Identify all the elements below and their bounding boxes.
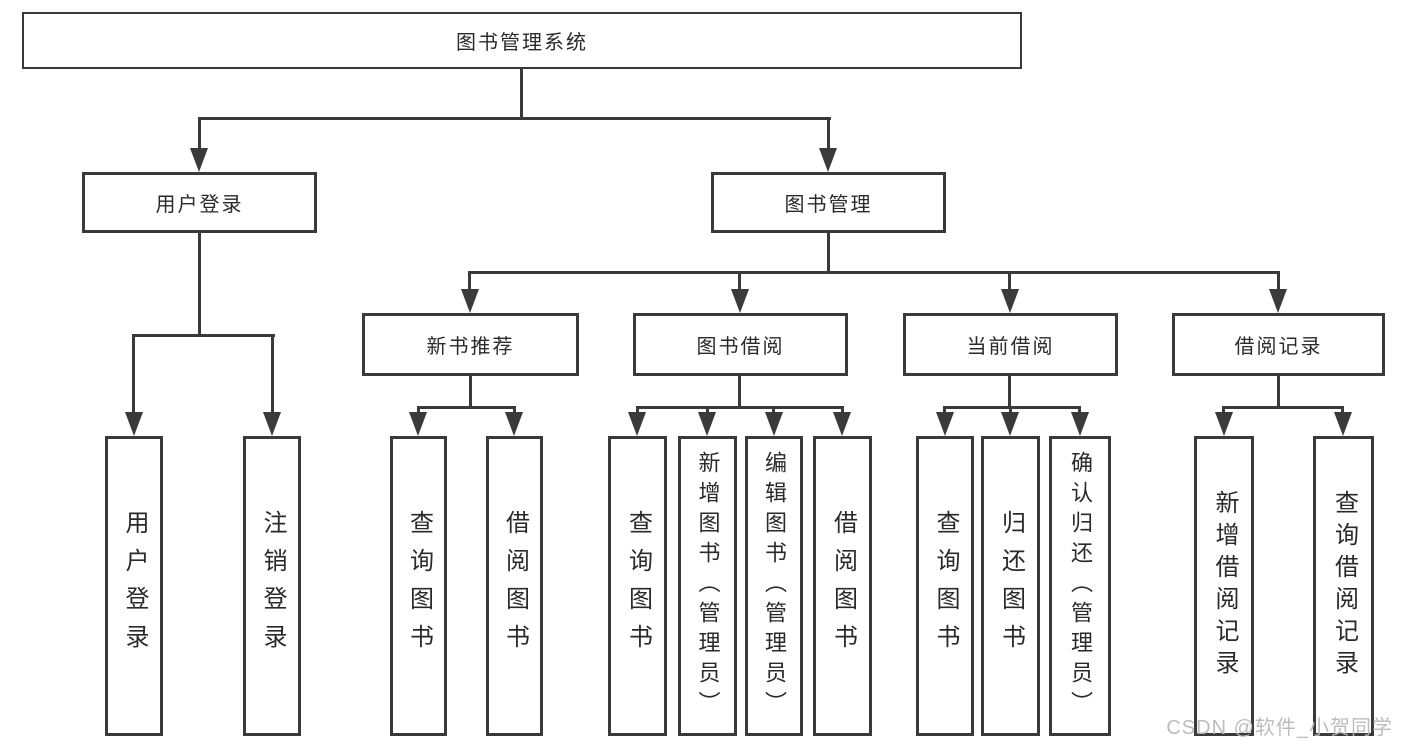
arrowhead-down-icon	[698, 412, 716, 436]
leaf-user-login: 用户登录	[105, 436, 163, 736]
connector-line	[1222, 406, 1344, 409]
arrowhead-down-icon	[731, 289, 749, 313]
arrowhead-down-icon	[936, 412, 954, 436]
connector-line	[827, 233, 830, 273]
arrowhead-down-icon	[461, 289, 479, 313]
leaf-add-book-admin: 新增图书（管理员）	[678, 436, 737, 736]
arrowhead-down-icon	[505, 412, 523, 436]
connector-line	[468, 271, 471, 291]
leaf-add-borrow-record: 新增借阅记录	[1194, 436, 1254, 736]
node-user-login: 用户登录	[82, 172, 317, 233]
arrowhead-down-icon	[765, 412, 783, 436]
leaf-query-books-recommend: 查询图书	[390, 436, 447, 736]
node-current-borrowing: 当前借阅	[903, 313, 1118, 376]
arrowhead-down-icon	[1215, 412, 1233, 436]
connector-line	[1341, 406, 1344, 416]
connector-line	[1008, 271, 1011, 291]
arrowhead-down-icon	[819, 148, 837, 172]
arrowhead-down-icon	[833, 412, 851, 436]
connector-line	[1078, 406, 1081, 416]
connector-line	[198, 117, 201, 150]
arrowhead-down-icon	[1269, 289, 1287, 313]
node-library-management-system: 图书管理系统	[22, 12, 1022, 69]
leaf-borrow-books-borrowing: 借阅图书	[813, 436, 872, 736]
arrowhead-down-icon	[125, 412, 143, 436]
connector-line	[738, 271, 741, 291]
connector-line	[636, 406, 844, 409]
node-borrowing-records: 借阅记录	[1172, 313, 1385, 376]
leaf-query-borrow-record: 查询借阅记录	[1313, 436, 1374, 736]
leaf-query-books-borrowing: 查询图书	[608, 436, 667, 736]
node-new-book-recommendation: 新书推荐	[362, 313, 579, 376]
leaf-confirm-return-admin: 确认归还（管理员）	[1049, 436, 1111, 736]
connector-line	[1222, 406, 1225, 416]
connector-line	[1008, 376, 1011, 408]
connector-line	[706, 406, 709, 416]
watermark-text: CSDN @软件_小贺同学	[1166, 717, 1393, 739]
leaf-query-books-current: 查询图书	[916, 436, 974, 736]
connector-line	[132, 334, 135, 414]
connector-line	[417, 406, 420, 416]
connector-line	[520, 68, 523, 119]
connector-line	[198, 117, 831, 120]
arrowhead-down-icon	[1001, 289, 1019, 313]
connector-line	[738, 376, 741, 408]
arrowhead-down-icon	[1071, 412, 1089, 436]
connector-line	[271, 334, 274, 414]
arrowhead-down-icon	[1001, 412, 1019, 436]
connector-line	[1277, 271, 1280, 291]
leaf-logout: 注销登录	[243, 436, 301, 736]
connector-line	[841, 406, 844, 416]
leaf-edit-book-admin: 编辑图书（管理员）	[745, 436, 803, 736]
node-book-borrowing: 图书借阅	[633, 313, 848, 376]
connector-line	[636, 406, 639, 416]
connector-line	[513, 406, 516, 416]
connector-line	[198, 233, 201, 335]
connector-line	[1277, 376, 1280, 408]
arrowhead-down-icon	[263, 412, 281, 436]
arrowhead-down-icon	[190, 148, 208, 172]
connector-line	[943, 406, 946, 416]
connector-line	[469, 376, 472, 408]
connector-line	[943, 406, 1081, 409]
node-book-management: 图书管理	[711, 172, 946, 233]
connector-line	[417, 406, 516, 409]
connector-line	[827, 117, 830, 150]
connector-line	[132, 334, 275, 337]
connector-line	[468, 271, 1280, 274]
connector-line	[1009, 406, 1012, 416]
arrowhead-down-icon	[1334, 412, 1352, 436]
arrowhead-down-icon	[409, 412, 427, 436]
leaf-return-books: 归还图书	[981, 436, 1040, 736]
arrowhead-down-icon	[628, 412, 646, 436]
connector-line	[772, 406, 775, 416]
leaf-borrow-books-recommend: 借阅图书	[486, 436, 543, 736]
